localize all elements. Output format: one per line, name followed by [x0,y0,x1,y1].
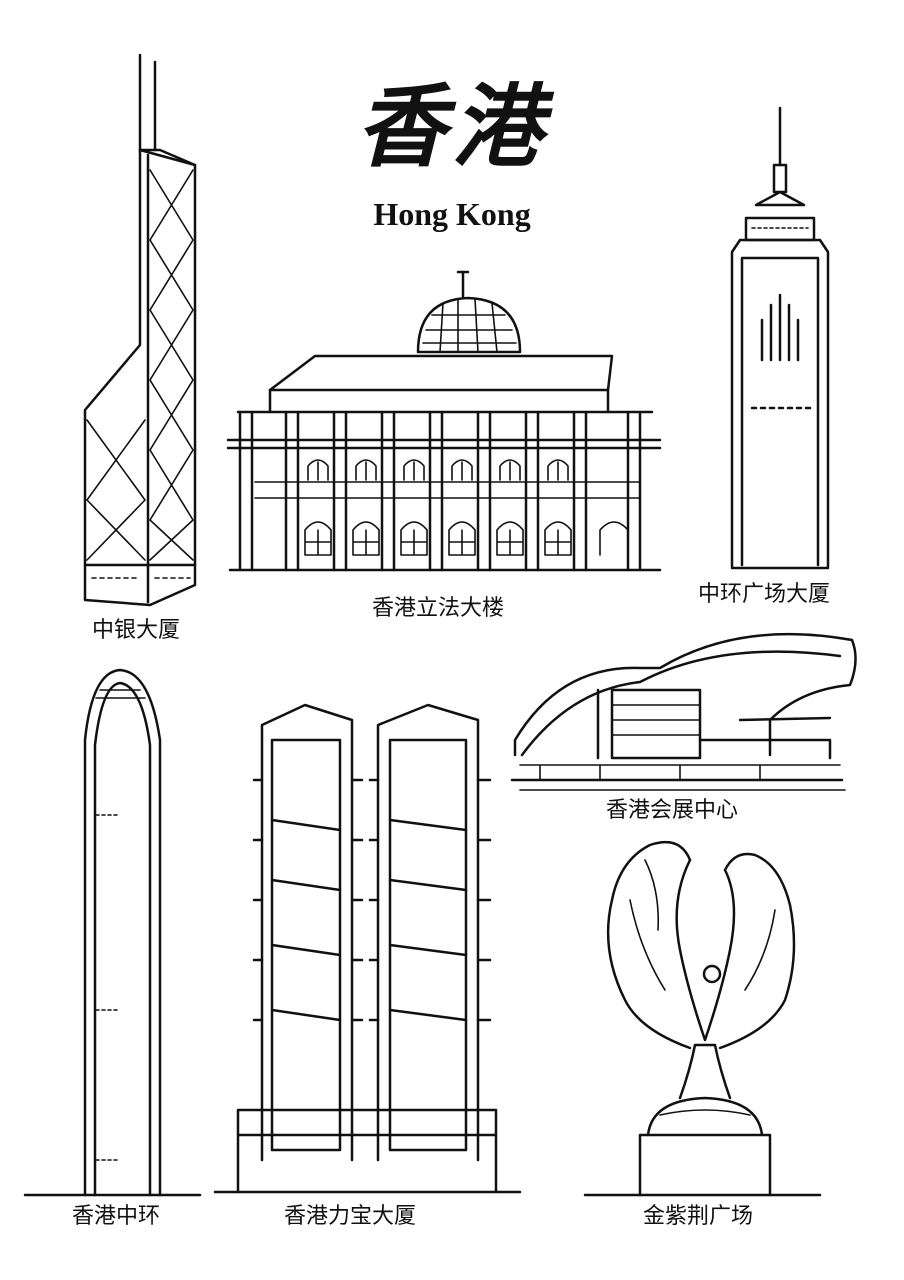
title-chinese: 香港 [356,74,548,180]
caption-convention-centre: 香港会展中心 [606,798,739,823]
ifc-drawing [23,668,202,1197]
lippo-drawing [213,703,522,1194]
caption-golden-bauhinia: 金紫荆广场 [643,1204,754,1229]
caption-lippo: 香港力宝大厦 [284,1204,417,1229]
title-english: Hong Kong [373,196,531,232]
caption-ifc: 香港中环 [72,1204,161,1229]
caption-bank-of-china: 中银大厦 [92,618,181,643]
legco-drawing [226,270,662,572]
convention-centre-drawing [510,632,857,782]
bank-of-china-drawing [83,53,197,607]
golden-bauhinia-drawing [583,840,822,1197]
caption-central-plaza: 中环广场大厦 [698,582,831,607]
central-plaza-drawing [730,106,830,570]
caption-legco: 香港立法大楼 [372,596,505,621]
